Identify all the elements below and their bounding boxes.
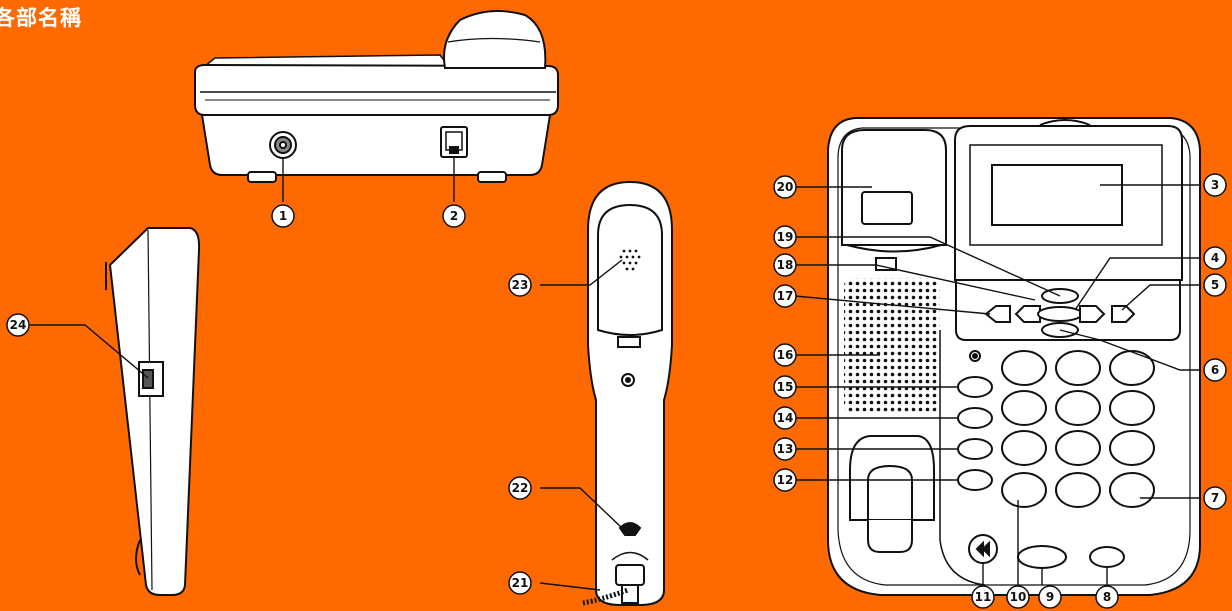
svg-text:18: 18 (777, 258, 794, 272)
svg-text:9: 9 (1046, 590, 1054, 604)
svg-text:19: 19 (777, 230, 794, 244)
svg-text:16: 16 (777, 348, 794, 362)
callout-15: 15 (773, 375, 797, 399)
section-title: 各部名稱 (0, 6, 82, 30)
svg-text:2: 2 (450, 209, 458, 223)
callout-1: 1 (271, 204, 295, 228)
svg-text:15: 15 (777, 380, 794, 394)
callout-18: 18 (773, 253, 797, 277)
callout-9: 9 (1038, 585, 1062, 609)
callout-19: 19 (773, 225, 797, 249)
svg-text:24: 24 (10, 318, 27, 332)
callout-5: 5 (1203, 273, 1227, 297)
callout-leader-lines (30, 157, 1200, 591)
svg-text:12: 12 (777, 473, 794, 487)
callout-17: 17 (773, 284, 797, 308)
svg-text:13: 13 (777, 442, 794, 456)
svg-text:8: 8 (1103, 590, 1111, 604)
callout-8: 8 (1095, 585, 1119, 609)
callout-6: 6 (1203, 358, 1227, 382)
callout-13: 13 (773, 437, 797, 461)
callout-22: 22 (508, 476, 532, 500)
callout-24: 24 (6, 313, 30, 337)
svg-text:3: 3 (1211, 178, 1219, 192)
svg-text:21: 21 (512, 576, 529, 590)
callout-12: 12 (773, 468, 797, 492)
callout-20: 20 (773, 175, 797, 199)
handset-earpiece-holes (619, 249, 641, 271)
svg-text:14: 14 (777, 411, 794, 425)
callout-3: 3 (1203, 173, 1227, 197)
svg-text:23: 23 (512, 278, 529, 292)
svg-text:20: 20 (777, 180, 794, 194)
callout-7: 7 (1203, 486, 1227, 510)
svg-text:6: 6 (1211, 363, 1219, 377)
callout-10: 10 (1006, 585, 1030, 609)
svg-text:17: 17 (777, 289, 794, 303)
svg-text:10: 10 (1010, 590, 1027, 604)
callout-16: 16 (773, 343, 797, 367)
callout-23: 23 (508, 273, 532, 297)
callout-2: 2 (442, 204, 466, 228)
phone-side-view (105, 227, 201, 596)
svg-text:7: 7 (1211, 491, 1219, 505)
callout-markers: 1 2 3 4 5 6 7 8 9 10 11 12 13 14 15 16 1… (6, 173, 1227, 609)
svg-text:1: 1 (279, 209, 287, 223)
callout-14: 14 (773, 406, 797, 430)
svg-text:5: 5 (1211, 278, 1219, 292)
svg-text:22: 22 (512, 481, 529, 495)
callout-4: 4 (1203, 246, 1227, 270)
svg-text:4: 4 (1211, 251, 1219, 265)
svg-text:11: 11 (975, 590, 992, 604)
phone-rear-view (194, 10, 559, 183)
callout-11: 11 (971, 585, 995, 609)
callout-21: 21 (508, 571, 532, 595)
handset (582, 180, 673, 606)
